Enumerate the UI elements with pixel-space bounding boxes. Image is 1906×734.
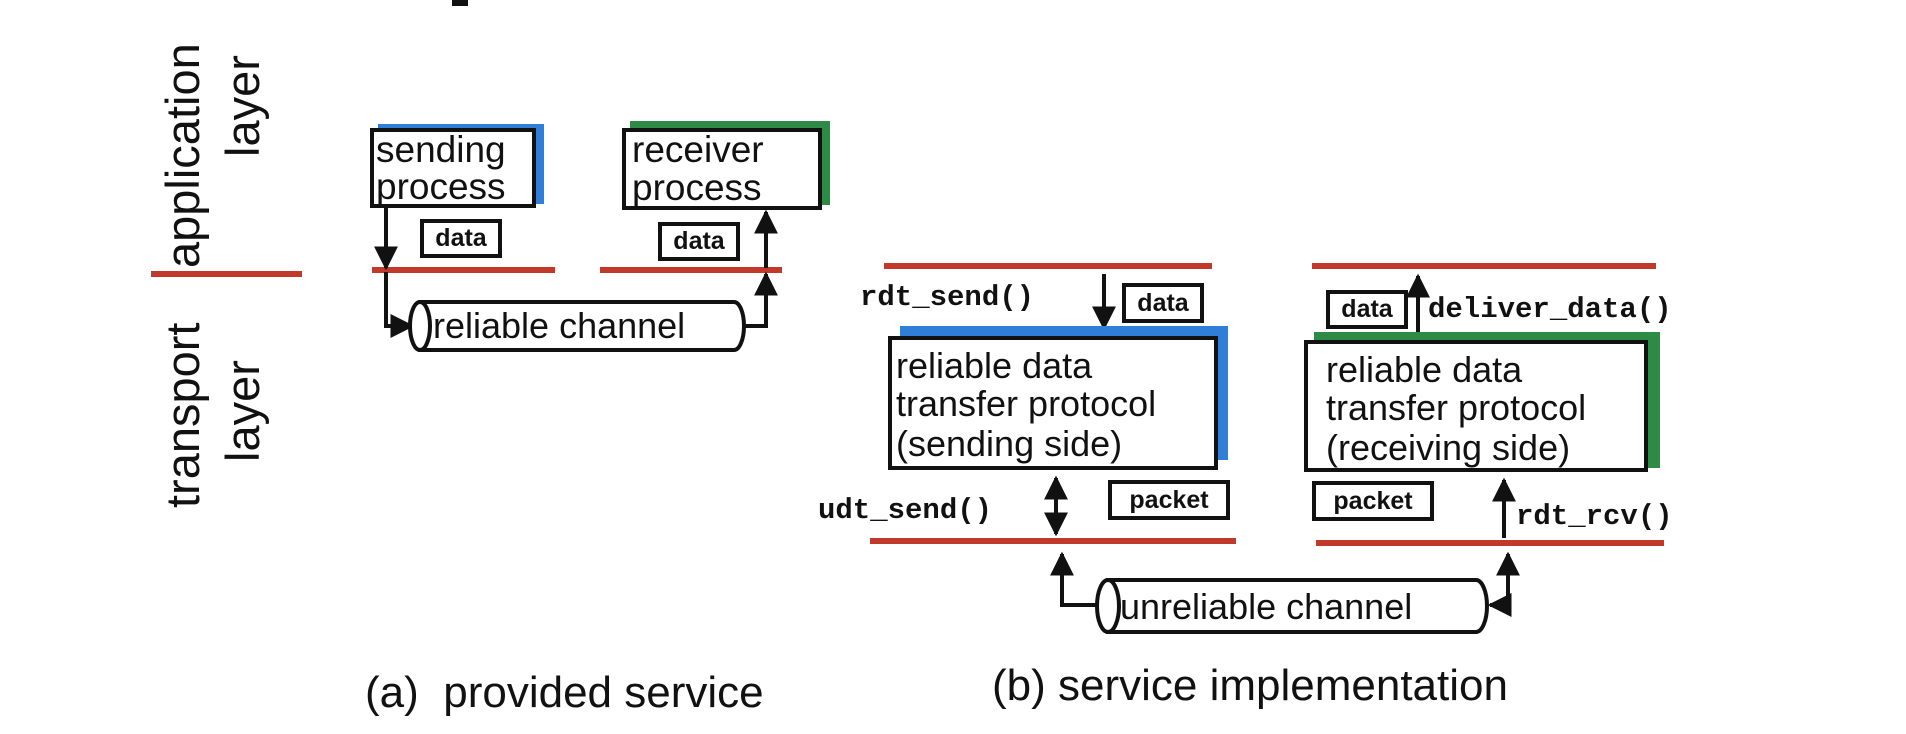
caption-b: (b) service implementation xyxy=(992,661,1508,710)
packet-tag-send xyxy=(1108,480,1230,520)
transport-layer-label: layer xyxy=(216,360,269,462)
packet-tag-recv xyxy=(1312,481,1434,521)
udt-send-label: udt_send() xyxy=(818,494,992,527)
packet-tag-send-text: packet xyxy=(1129,486,1209,514)
sending-process-text-2: process xyxy=(376,166,506,207)
application-label: application xyxy=(156,43,209,268)
sender-protocol-text-2: transfer protocol xyxy=(896,383,1156,424)
unreliable-channel-pipe xyxy=(1095,578,1489,634)
reliable-channel-text: reliable channel xyxy=(433,305,685,346)
data-tag-right xyxy=(658,222,740,261)
data-tag-right-text: data xyxy=(673,227,726,255)
receiver-process-text-2: process xyxy=(632,167,762,208)
reliable-channel-pipe xyxy=(408,300,746,352)
unreliable-channel-text: unreliable channel xyxy=(1120,586,1412,627)
sender-protocol-box xyxy=(888,336,1218,470)
receiver-protocol-text-3: (receiving side) xyxy=(1326,427,1570,468)
data-tag-send xyxy=(1122,283,1204,323)
data-tag-recv-text: data xyxy=(1341,295,1394,323)
receiver-protocol-text-2: transfer protocol xyxy=(1326,387,1586,428)
send-to-channel-arrow-a xyxy=(384,272,415,338)
rdt-rcv-label: rdt_rcv() xyxy=(1516,500,1673,533)
application-layer-label: layer xyxy=(216,55,269,157)
data-tag-left xyxy=(420,219,502,258)
sending-process-box xyxy=(370,128,536,208)
data-tag-recv xyxy=(1326,290,1408,329)
channel-to-sender-arrow xyxy=(1050,551,1100,607)
receiver-protocol-box xyxy=(1304,340,1648,472)
channel-to-receiver-arrow-a xyxy=(742,271,778,328)
receiver-protocol-text-1: reliable data xyxy=(1326,349,1523,390)
sender-protocol-text-3: (sending side) xyxy=(896,423,1122,464)
packet-tag-recv-text: packet xyxy=(1333,487,1413,515)
receiver-process-box xyxy=(622,128,822,210)
deliver-data-label: deliver_data() xyxy=(1428,293,1672,326)
data-tag-send-text: data xyxy=(1137,289,1190,317)
data-tag-left-text: data xyxy=(435,224,488,252)
sender-protocol-text-1: reliable data xyxy=(896,345,1093,386)
caption-a: (a) provided service xyxy=(365,668,764,717)
top-cropped-glyph xyxy=(452,0,468,6)
channel-to-receiver-arrow xyxy=(1487,551,1520,617)
transport-label: transport xyxy=(156,323,209,508)
rdt-send-label: rdt_send() xyxy=(860,281,1034,314)
sending-process-text-1: sending xyxy=(376,129,506,170)
receiver-process-text-1: receiver xyxy=(632,129,764,170)
